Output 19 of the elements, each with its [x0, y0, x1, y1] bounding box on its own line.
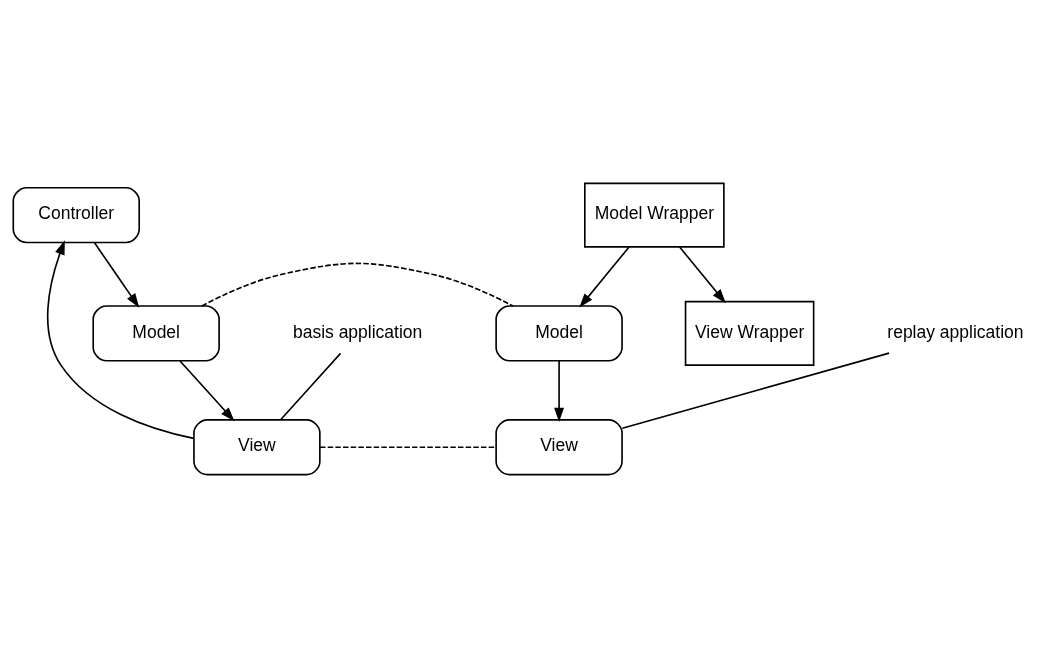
- arrow: [579, 245, 630, 308]
- node-text: replay application: [887, 321, 1024, 342]
- arrow: [93, 241, 140, 308]
- node-box: Controller: [12, 186, 140, 243]
- node-box: Model Wrapper: [584, 182, 725, 248]
- node-box: Model: [495, 304, 623, 362]
- node-box: View Wrapper: [684, 300, 815, 366]
- arrow: [179, 359, 235, 421]
- connector: [201, 262, 514, 307]
- arrow: [678, 245, 726, 303]
- connector: [621, 351, 890, 429]
- node-box: View: [495, 418, 623, 475]
- node-box: View: [193, 418, 321, 475]
- arrow: [46, 239, 195, 439]
- node-text: basis application: [292, 321, 423, 342]
- arrow: [554, 359, 565, 422]
- connector: [319, 445, 497, 448]
- node-box: Model: [92, 304, 220, 362]
- connector: [280, 352, 342, 420]
